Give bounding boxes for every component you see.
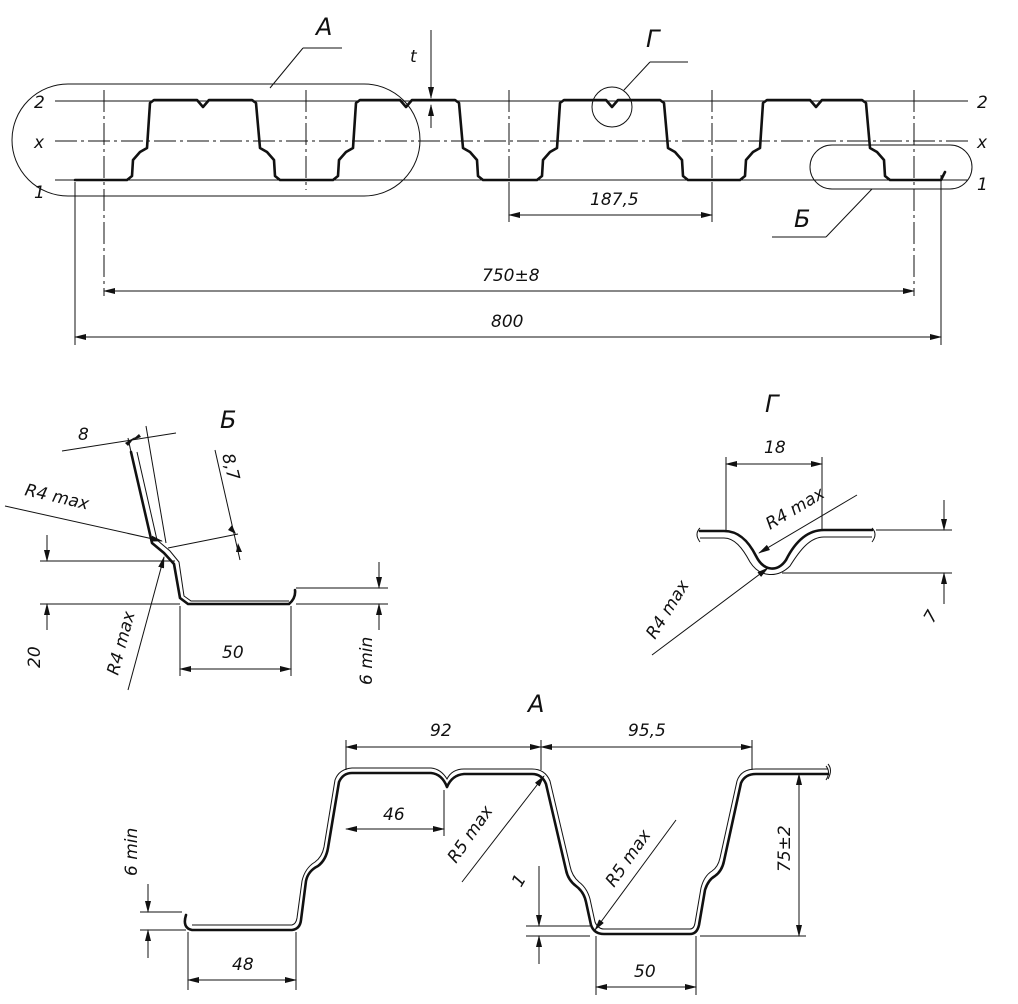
dim-pitch-value: 187,5	[590, 190, 639, 210]
detail-A-left-bottom: 48	[232, 955, 254, 975]
line-1-left-label: 1	[34, 183, 45, 203]
detail-G-depth: 7	[920, 607, 943, 627]
detail-A-radius-left: R5 max	[444, 801, 498, 867]
callout-G-label: Г	[646, 25, 661, 53]
callout-B-label: Б	[794, 205, 810, 233]
detail-G-radius-bottom: R4 max	[642, 576, 694, 643]
detail-G: Г 18 R4 max R4 max 7	[642, 390, 952, 656]
detail-B-radius-upper: R4 max	[23, 480, 92, 514]
detail-B-bottom-width: 50	[222, 643, 244, 663]
detail-A: А 92 95,5 46 R5 max R5 max 6 min 1 75±2 …	[122, 690, 831, 995]
detail-B-min: 6 min	[357, 637, 377, 685]
detail-A-one: 1	[508, 871, 531, 890]
detail-G-profile	[698, 528, 874, 570]
line-x-right-label: x	[976, 133, 988, 153]
detail-B-profile	[129, 450, 297, 606]
detail-B-lip: 8	[78, 425, 89, 445]
dim-cover-value: 750±8	[482, 266, 540, 286]
line-1-right-label: 1	[977, 175, 988, 195]
thickness-label: t	[410, 47, 418, 67]
detail-G-radius-top: R4 max	[762, 483, 829, 534]
detail-G-title: Г	[765, 390, 780, 418]
center-lines	[103, 90, 915, 296]
callout-G-circle	[591, 86, 633, 128]
main-view: А Г Б t 2 2 x x 1 1 187,5 750±8 800	[11, 13, 988, 345]
main-profile	[73, 98, 947, 182]
detail-A-right-bottom: 50	[634, 962, 656, 982]
callout-A-label: А	[314, 13, 332, 41]
line-2-left-label: 2	[34, 93, 45, 113]
detail-A-title: А	[526, 690, 544, 718]
detail-A-height: 75±2	[775, 825, 795, 872]
detail-A-top-width: 92	[430, 721, 452, 741]
detail-A-min: 6 min	[122, 828, 142, 876]
detail-B-height: 20	[25, 646, 45, 668]
detail-B-title: Б	[220, 406, 236, 434]
detail-A-rib-pitch: 95,5	[628, 721, 666, 741]
detail-G-width: 18	[764, 438, 786, 458]
callout-A-loop	[11, 83, 421, 197]
detail-A-profile	[183, 771, 830, 936]
line-2-right-label: 2	[977, 93, 988, 113]
detail-A-half: 46	[383, 805, 405, 825]
detail-B: Б 8 8,7 R4 max R4 max 20 50 6 min	[4, 406, 388, 691]
callout-B-loop	[809, 144, 973, 190]
line-x-left-label: x	[33, 133, 45, 153]
dim-total-value: 800	[491, 312, 523, 332]
